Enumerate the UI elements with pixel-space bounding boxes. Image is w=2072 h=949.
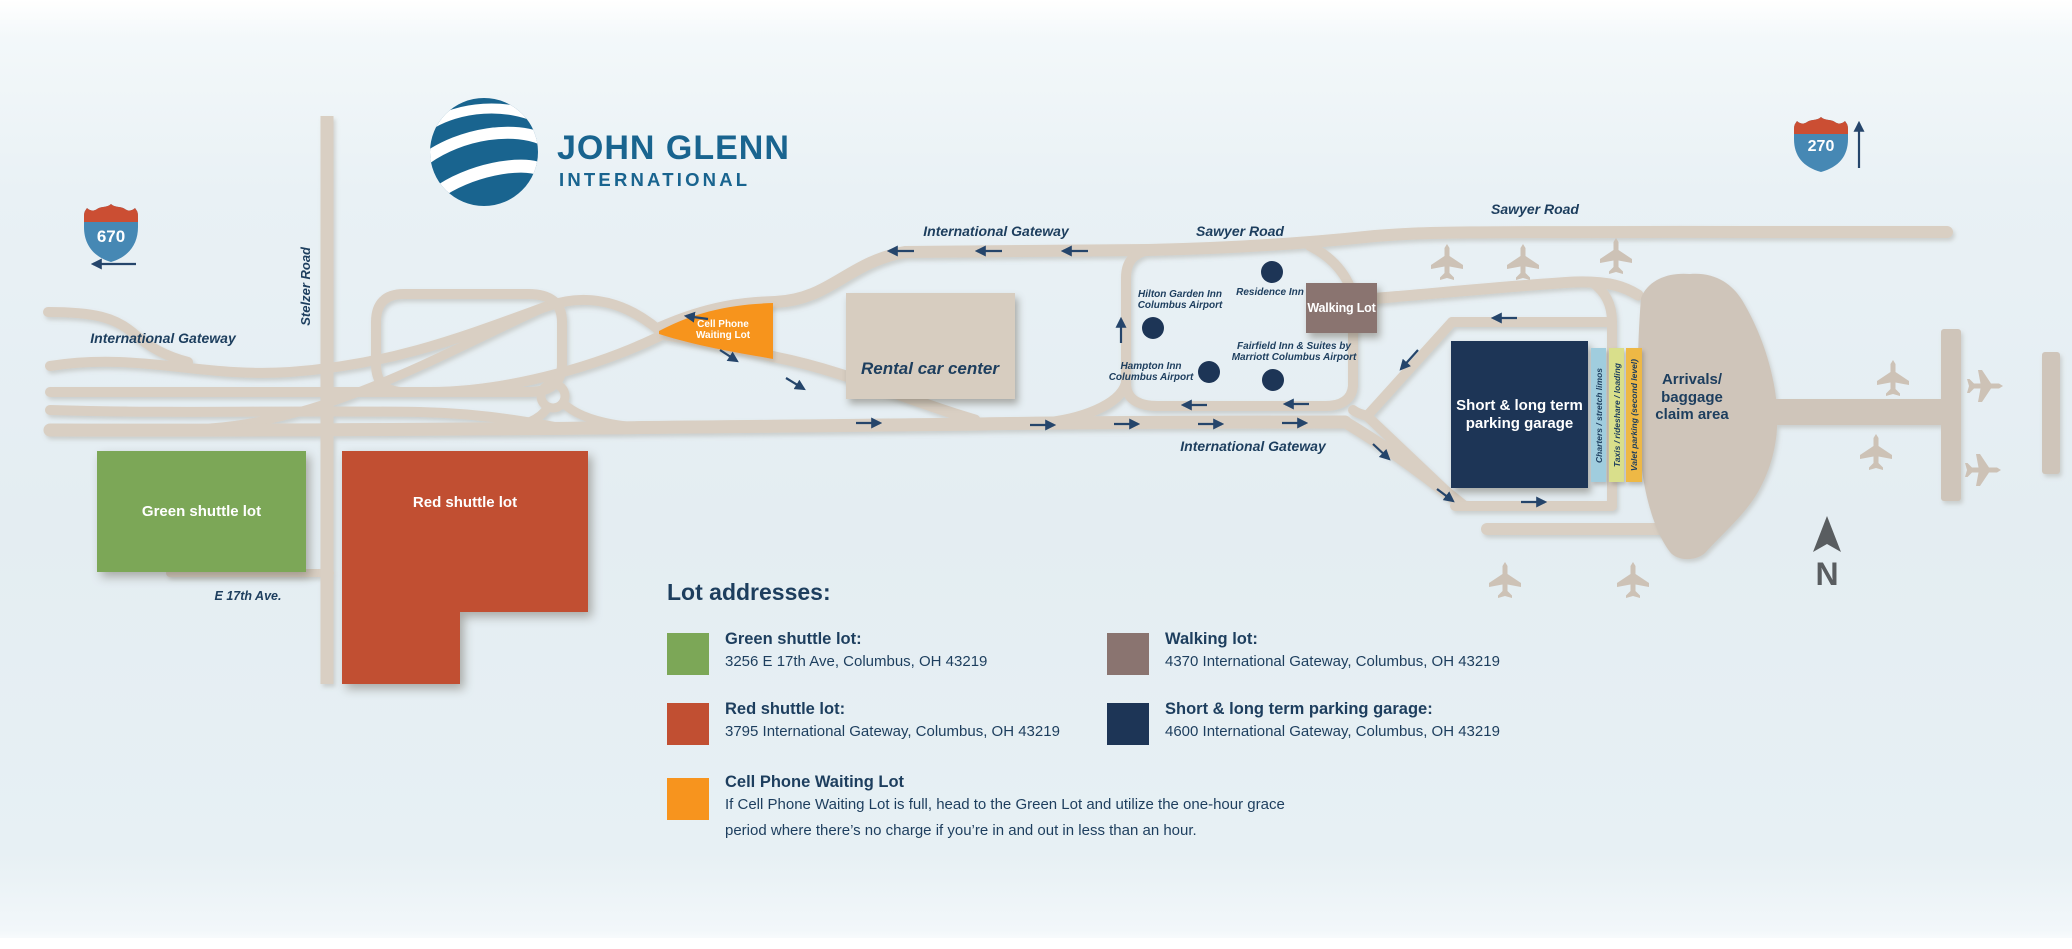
legend-address-green: 3256 E 17th Ave, Columbus, OH 43219 [725, 653, 988, 670]
taxis-strip-label: Taxis / rideshare / loading [1611, 362, 1622, 468]
walking-lot-label: Walking Lot [1307, 301, 1376, 315]
terminal-pier [1941, 329, 1961, 501]
cell-phone-lot-shape [659, 303, 773, 359]
red-shuttle-lot [342, 451, 588, 612]
legend-desc-cell: If Cell Phone Waiting Lot is full, head … [725, 796, 1285, 839]
rental-car-center-box [846, 293, 1015, 399]
cell-phone-lot-label: Cell Phone Waiting Lot [695, 319, 751, 341]
legend-title-red: Red shuttle lot: [725, 700, 846, 718]
airplane-icon [1860, 434, 1892, 470]
red-lot-label: Red shuttle lot [412, 494, 518, 511]
legend-title-garage: Short & long term parking garage: [1165, 700, 1433, 718]
airplane-icon [1507, 244, 1539, 280]
i670-number: 670 [96, 227, 126, 246]
north-arrow-icon [1813, 516, 1841, 552]
valet-strip: Valet parking (second level) [1626, 348, 1642, 482]
stelzer-label-text: Stelzer Road [297, 246, 313, 326]
bottom-margin [0, 938, 2072, 949]
logo-subtitle: INTERNATIONAL [559, 169, 751, 190]
airplane-icon [1877, 360, 1909, 396]
terminal-pier-2 [2042, 352, 2060, 474]
globe-logo-icon [430, 98, 538, 206]
red-shuttle-lot-leg [342, 611, 460, 684]
road-label-sawyer-top-right: Sawyer Road [1491, 201, 1579, 217]
taxis-strip: Taxis / rideshare / loading [1609, 348, 1624, 482]
legend-heading: Lot addresses: [667, 579, 831, 605]
legend-title-cell: Cell Phone Waiting Lot [725, 773, 905, 791]
road-label-e17th: E 17th Ave. [214, 589, 282, 603]
legend-swatch-green [667, 633, 709, 675]
north-label: N [1815, 556, 1839, 592]
arrivals-label: Arrivals/ baggage claim area [1655, 371, 1729, 423]
airplane-icon [1431, 244, 1463, 280]
legend-title-green: Green shuttle lot: [725, 630, 862, 648]
hotel-label-hampton: Hampton Inn Columbus Airport [1108, 361, 1194, 383]
traffic-arrows [90, 120, 1865, 508]
road-label-stelzer: Stelzer Road [296, 240, 314, 332]
concourse-bar [1772, 399, 1944, 425]
legend-address-walking: 4370 International Gateway, Columbus, OH… [1165, 653, 1500, 670]
sawyer-road [654, 225, 1953, 334]
legend-title-walking: Walking lot: [1165, 630, 1258, 648]
airplane-icon [1600, 238, 1632, 274]
charters-strip: Charters / stretch limos [1591, 348, 1606, 482]
rental-car-label: Rental car center [861, 359, 999, 378]
road-label-intl-gateway-left: International Gateway [90, 330, 236, 346]
legend-address-garage: 4600 International Gateway, Columbus, OH… [1165, 723, 1500, 740]
green-shuttle-lot: Green shuttle lot [97, 451, 306, 572]
road-label-intl-gateway-bottom: International Gateway [1180, 438, 1326, 454]
hotel-label-residence: Residence Inn [1236, 287, 1304, 298]
fairfield-dot [1262, 369, 1284, 391]
legend-swatch-garage [1107, 703, 1149, 745]
hotel-dots [1142, 261, 1284, 391]
legend-swatch-red [667, 703, 709, 745]
residence-dot [1261, 261, 1283, 283]
road-label-sawyer-mid: Sawyer Road [1196, 223, 1284, 239]
i270-number: 270 [1807, 138, 1835, 155]
legend-address-red: 3795 International Gateway, Columbus, OH… [725, 723, 1060, 740]
airplane-icon [1967, 370, 2003, 402]
hilton-dot [1142, 317, 1164, 339]
walking-lot: Walking Lot [1306, 283, 1377, 333]
valet-strip-label: Valet parking (second level) [1629, 358, 1639, 472]
hotel-label-hilton: Hilton Garden Inn Columbus Airport [1137, 289, 1223, 311]
airplane-icon [1617, 562, 1649, 598]
hampton-dot [1198, 361, 1220, 383]
charters-strip-label: Charters / stretch limos [1593, 367, 1604, 463]
parking-garage: Short & long term parking garage [1451, 341, 1588, 488]
legend-swatch-walking [1107, 633, 1149, 675]
road-label-intl-gateway-top: International Gateway [923, 223, 1069, 239]
garage-label: Short & long term parking garage [1456, 396, 1583, 432]
airplane-icon [1489, 562, 1521, 598]
roads-layer [43, 116, 1953, 684]
logo-title: JOHN GLENN [557, 129, 790, 167]
hotel-label-fairfield: Fairfield Inn & Suites by Marriott Colum… [1231, 341, 1357, 363]
green-lot-label: Green shuttle lot [141, 503, 262, 520]
legend-swatch-cell [667, 778, 709, 820]
intl-gateway-road [43, 415, 1352, 437]
airplane-icon [1965, 454, 2001, 486]
terminal-shape [1637, 273, 2060, 560]
